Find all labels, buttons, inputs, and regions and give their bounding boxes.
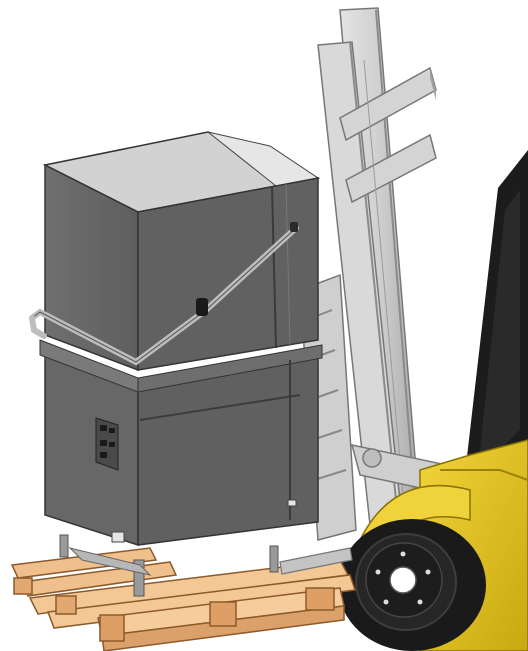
control-panel — [95, 417, 119, 471]
wooden-pallet — [10, 547, 357, 651]
forklift-mast — [317, 7, 437, 526]
forklift-wheel — [338, 519, 486, 651]
hood-handle — [29, 222, 299, 366]
dishwasher-machine — [29, 131, 323, 597]
fork-tine — [279, 547, 353, 575]
